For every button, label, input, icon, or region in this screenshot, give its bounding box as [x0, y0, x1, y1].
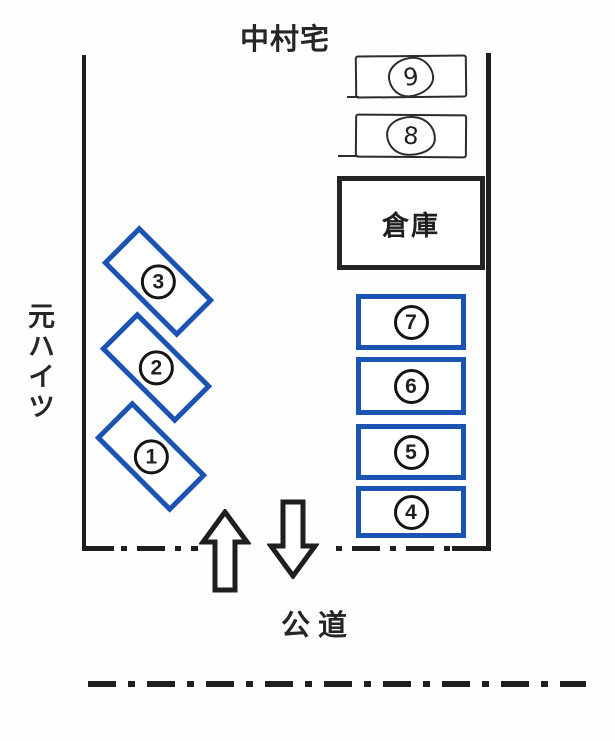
space-number-circle: 1 [133, 439, 169, 474]
nakamura-house-label: 中村宅 [240, 24, 331, 56]
parking-space-2: 2 [99, 311, 213, 424]
hand-drawn-stroke [347, 96, 359, 98]
space-number-circle: 6 [393, 368, 429, 404]
space-number-circle: 3 [140, 264, 176, 299]
left-boundary-corner [82, 546, 114, 551]
parking-space-4: 4 [356, 486, 466, 538]
up-arrow-icon [199, 509, 251, 593]
front-boundary-dashdot-right [336, 546, 450, 551]
former-heights-label: 元ハイツ [24, 302, 54, 422]
front-boundary-dashdot-left [121, 546, 198, 551]
parking-space-8: 8 [354, 113, 468, 159]
parking-space-7: 7 [356, 294, 466, 350]
down-arrow-icon [267, 499, 319, 579]
space-number-circle: 8 [384, 114, 438, 158]
parking-space-1: 1 [94, 400, 208, 513]
warehouse-label: 倉庫 [382, 210, 440, 241]
parking-space-9: 9 [354, 53, 468, 100]
space-number-circle: 7 [393, 304, 429, 340]
space-number-circle: 4 [393, 494, 429, 530]
parking-space-5: 5 [356, 424, 466, 480]
space-number-circle: 5 [393, 434, 429, 470]
road-centerline-dashdot [88, 681, 586, 687]
hand-drawn-stroke [338, 155, 358, 157]
right-boundary-corner [452, 546, 491, 551]
parking-space-6: 6 [356, 357, 466, 415]
parking-space-3: 3 [101, 225, 215, 338]
warehouse-box: 倉庫 [337, 176, 485, 270]
left-boundary-line [82, 55, 86, 548]
space-number-circle: 9 [385, 53, 437, 100]
space-number-circle: 2 [138, 350, 174, 385]
right-boundary-line [486, 53, 491, 551]
public-road-label: 公道 [281, 610, 356, 642]
